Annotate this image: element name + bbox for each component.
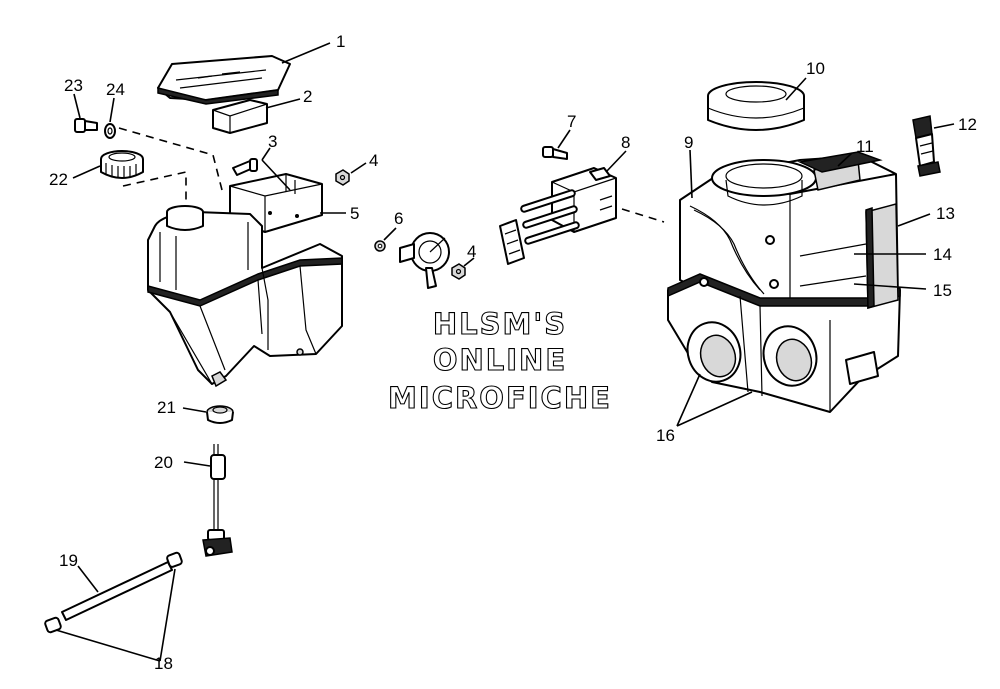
leader-19 bbox=[77, 565, 99, 593]
part-21-grommet bbox=[206, 405, 234, 424]
leader-7 bbox=[557, 129, 571, 149]
oil-level-sensor bbox=[399, 232, 450, 289]
leader-10 bbox=[785, 77, 807, 101]
leader-1 bbox=[281, 42, 331, 64]
leader-20 bbox=[183, 461, 211, 467]
leader-13 bbox=[897, 213, 931, 227]
part-23-bolt bbox=[74, 118, 98, 133]
callout-20: 20 bbox=[154, 453, 173, 472]
dashed-line-24-to-5 bbox=[118, 127, 223, 191]
callout-8: 8 bbox=[621, 133, 630, 152]
part-4-nut-lower bbox=[451, 263, 466, 280]
callout-3: 3 bbox=[268, 132, 277, 151]
leader-8 bbox=[605, 150, 627, 173]
part-4-nut-upper bbox=[335, 169, 350, 186]
callout-12: 12 bbox=[958, 115, 977, 134]
part-12-clip bbox=[912, 115, 941, 177]
dashed-line-8-to-9 bbox=[621, 208, 665, 223]
callout-15: 15 bbox=[933, 281, 952, 300]
callout-1: 1 bbox=[336, 32, 345, 51]
dashed-line-22-to-5 bbox=[122, 171, 187, 200]
leader-11 bbox=[837, 152, 853, 167]
callout-9: 9 bbox=[684, 133, 693, 152]
leader-4-upper bbox=[350, 162, 367, 174]
watermark-line-2: ONLINE bbox=[433, 343, 567, 377]
leader-21 bbox=[182, 407, 207, 413]
callout-7: 7 bbox=[567, 112, 576, 131]
callout-18: 18 bbox=[154, 654, 173, 673]
terminal-block bbox=[499, 219, 525, 265]
part-24-washer bbox=[104, 123, 116, 139]
part-20-oil-pickup bbox=[202, 444, 233, 557]
part-10-foam-ring bbox=[707, 81, 805, 131]
leader-9 bbox=[689, 149, 693, 199]
part-19-hose bbox=[61, 561, 173, 621]
callout-14: 14 bbox=[933, 245, 952, 264]
callout-2: 2 bbox=[303, 87, 312, 106]
leader-24 bbox=[109, 97, 115, 123]
part-22-filler-cap bbox=[100, 150, 144, 179]
callout-11: 11 bbox=[856, 137, 874, 156]
callout-4-upper: 4 bbox=[369, 151, 378, 170]
leader-16 bbox=[676, 373, 753, 427]
part-9-airbox bbox=[667, 151, 901, 413]
leader-22 bbox=[72, 165, 101, 179]
part-7-screw bbox=[542, 146, 568, 160]
callout-22: 22 bbox=[49, 170, 68, 189]
callout-16: 16 bbox=[656, 426, 675, 445]
leader-4-lower bbox=[463, 257, 475, 267]
callout-6: 6 bbox=[394, 209, 403, 228]
part-8-connector bbox=[520, 167, 617, 245]
callout-13: 13 bbox=[936, 204, 955, 223]
part-5-oil-tank bbox=[147, 173, 343, 388]
callout-24: 24 bbox=[106, 80, 125, 99]
callout-23: 23 bbox=[64, 76, 83, 95]
part-18-clamps bbox=[44, 551, 183, 634]
leader-12 bbox=[933, 123, 955, 129]
leader-15 bbox=[853, 283, 927, 290]
leader-23 bbox=[73, 93, 81, 119]
callout-4-lower: 4 bbox=[467, 242, 476, 261]
part-2-foam-block bbox=[212, 99, 268, 134]
leader-3 bbox=[261, 147, 291, 191]
callout-10: 10 bbox=[806, 59, 825, 78]
leader-18 bbox=[55, 568, 176, 662]
callout-5: 5 bbox=[350, 204, 359, 223]
part-3-bolt bbox=[232, 158, 258, 176]
leader-2 bbox=[265, 98, 301, 109]
part-6-washer bbox=[374, 240, 386, 252]
leader-6 bbox=[383, 227, 397, 241]
part-1-tank-cover bbox=[157, 55, 291, 105]
callout-19: 19 bbox=[59, 551, 78, 570]
watermark-line-3: MICROFICHE bbox=[388, 381, 612, 415]
watermark-line-1: HLSM'S bbox=[433, 307, 567, 341]
callout-21: 21 bbox=[157, 398, 176, 417]
